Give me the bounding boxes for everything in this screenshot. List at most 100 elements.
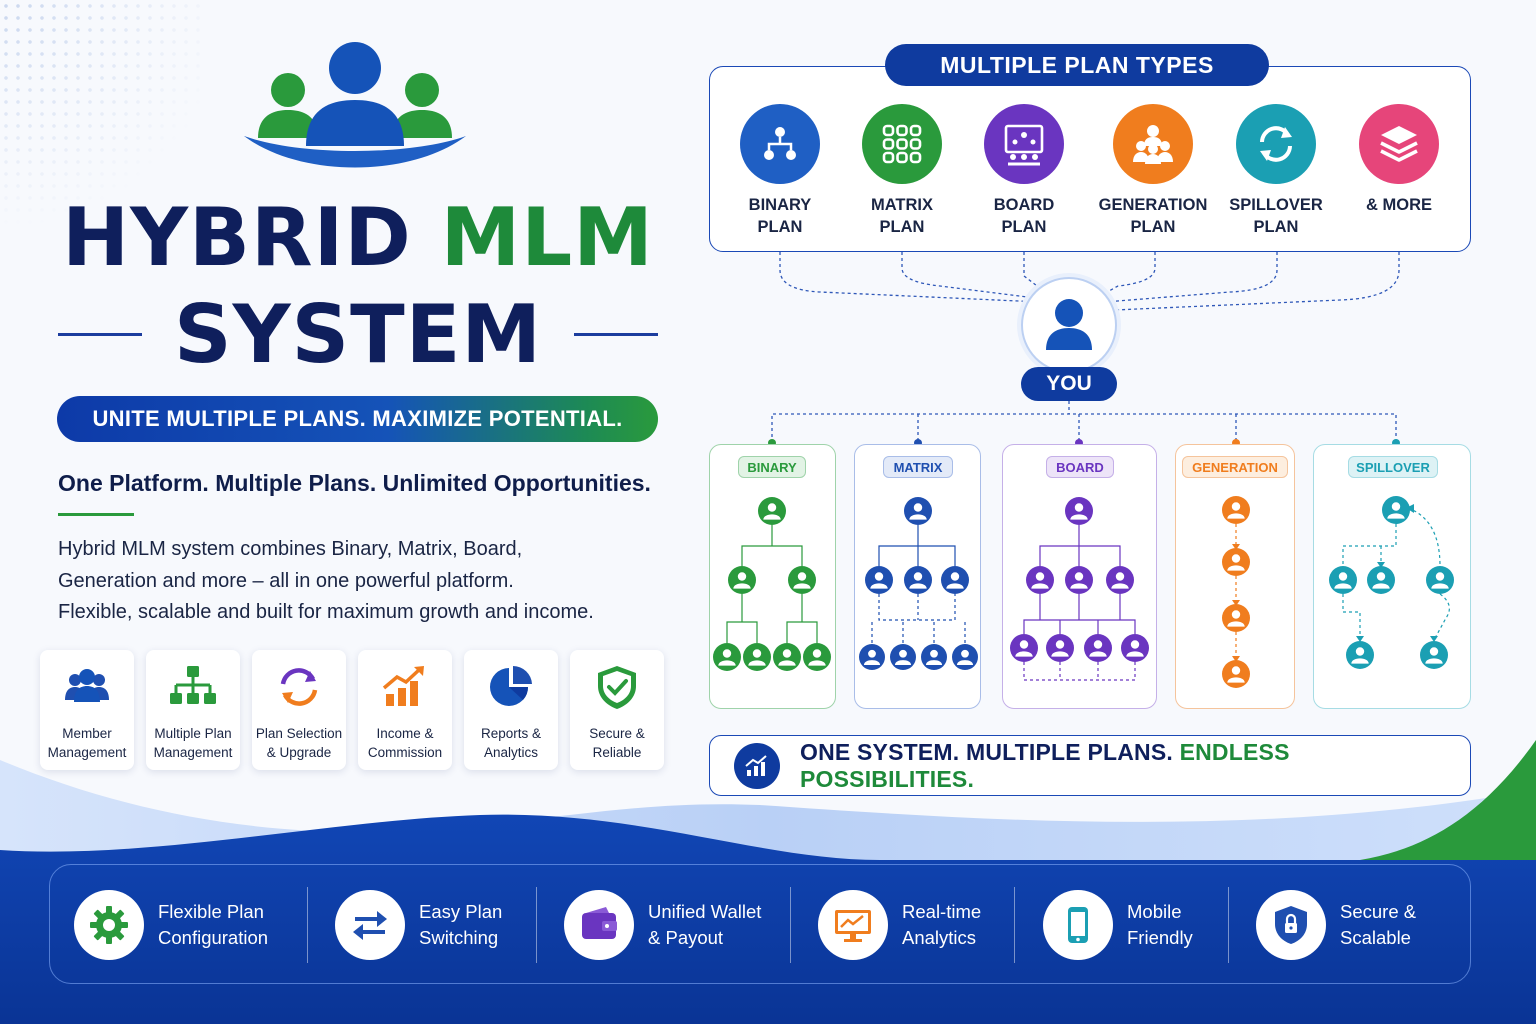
- bottom-feature-secure-scalable: Secure &Scalable: [1256, 865, 1416, 985]
- feature-card-reports-analytics: Reports &Analytics: [464, 650, 558, 770]
- growth-chart-icon: [734, 742, 780, 789]
- tree-tag-matrix: MATRIX: [883, 456, 953, 478]
- divider: [1014, 887, 1015, 963]
- plan-type-circle: [1359, 104, 1439, 184]
- title-divider-left: [58, 332, 142, 336]
- divider: [1228, 887, 1229, 963]
- plan-type-circle: [1113, 104, 1193, 184]
- plan-types-heading: MULTIPLE PLAN TYPES: [885, 44, 1269, 86]
- bottom-feature-label: Unified Wallet& Payout: [648, 901, 762, 948]
- description-line: Generation and more – all in one powerfu…: [58, 569, 514, 592]
- description: Hybrid MLM system combines Binary, Matri…: [58, 534, 678, 629]
- title-divider-right: [574, 332, 658, 336]
- system-banner-part1: ONE SYSTEM. MULTIPLE PLANS.: [799, 738, 1173, 765]
- tree-tag-spillover: SPILLOVER: [1348, 456, 1438, 478]
- tagline-banner: UNITE MULTIPLE PLANS. MAXIMIZE POTENTIAL…: [57, 396, 658, 442]
- tree-binary: [709, 444, 836, 709]
- tree-generation: [1175, 444, 1295, 709]
- you-avatar: [1021, 277, 1117, 373]
- layers-icon: [1380, 126, 1418, 162]
- divider: [307, 887, 308, 963]
- refresh-icon: [1260, 126, 1292, 162]
- system-banner-text: ONE SYSTEM. MULTIPLE PLANS. ENDLESS POSS…: [800, 739, 1470, 793]
- pie-chart-icon: [490, 666, 532, 706]
- description-line: Flexible, scalable and built for maximum…: [58, 601, 594, 623]
- subheading-underline: [58, 513, 134, 516]
- bottom-feature-unified-wallet: Unified Wallet& Payout: [564, 865, 761, 985]
- main-title: HYBRID MLM: [0, 188, 716, 288]
- subheading: One Platform. Multiple Plans. Unlimited …: [58, 470, 651, 496]
- logo-people-icon: [244, 42, 466, 168]
- plan-type-label: & MORE: [1366, 196, 1432, 214]
- divider: [790, 887, 791, 963]
- tree-matrix: [854, 444, 981, 709]
- tree-spillover: [1313, 444, 1471, 709]
- tree-tag-binary: BINARY: [738, 456, 806, 478]
- tree-tag-generation: GENERATION: [1182, 456, 1288, 478]
- plan-type-more[interactable]: & MORE: [1334, 104, 1464, 216]
- members-icon: [65, 669, 109, 702]
- people-group-icon: [1133, 125, 1173, 164]
- feature-label: Reports &Analytics: [480, 726, 542, 760]
- bottom-feature-label: Secure &Scalable: [1340, 901, 1417, 948]
- grid-dots-icon: [882, 124, 922, 164]
- feature-card-secure-reliable: Secure &Reliable: [570, 650, 664, 770]
- feature-card-plan-selection-upgrade: Plan Selection& Upgrade: [252, 650, 346, 770]
- you-label: YOU: [1021, 367, 1117, 401]
- plan-type-circle: [740, 104, 820, 184]
- binary-tree-icon: [764, 127, 796, 160]
- feature-label: Plan Selection& Upgrade: [255, 726, 343, 760]
- feature-label: Secure &Reliable: [589, 726, 645, 760]
- divider: [536, 887, 537, 963]
- growth-chart-icon: [382, 666, 424, 706]
- shield-check-icon: [598, 666, 636, 709]
- gear-icon: [74, 890, 144, 960]
- title-word-hybrid: HYBRID: [62, 191, 412, 284]
- plan-type-circle: [984, 104, 1064, 184]
- tree-board: [1002, 444, 1157, 709]
- tree-tag-board: BOARD: [1046, 456, 1114, 478]
- system-banner-part2: ENDLESS POSSIBILITIES.: [799, 738, 1290, 792]
- plan-type-circle: [862, 104, 942, 184]
- system-banner: ONE SYSTEM. MULTIPLE PLANS. ENDLESS POSS…: [709, 735, 1471, 796]
- wallet-icon: [564, 890, 634, 960]
- feature-label: Income &Commission: [367, 726, 443, 760]
- mobile-phone-icon: [1043, 890, 1113, 960]
- title-word-system: SYSTEM: [174, 287, 542, 381]
- shield-lock-icon: [1256, 890, 1326, 960]
- user-icon: [1046, 299, 1092, 350]
- dot-pattern: [0, 0, 200, 230]
- monitor-chart-icon: [818, 890, 888, 960]
- bottom-wave-background: [0, 740, 1536, 1024]
- plan-type-circle: [1236, 104, 1316, 184]
- description-line: Hybrid MLM system combines Binary, Matri…: [58, 538, 523, 560]
- hierarchy-icon: [170, 666, 216, 704]
- board-icon: [1004, 124, 1044, 166]
- feature-card-income-commission: Income &Commission: [358, 650, 452, 770]
- swap-arrows-icon: [335, 890, 405, 960]
